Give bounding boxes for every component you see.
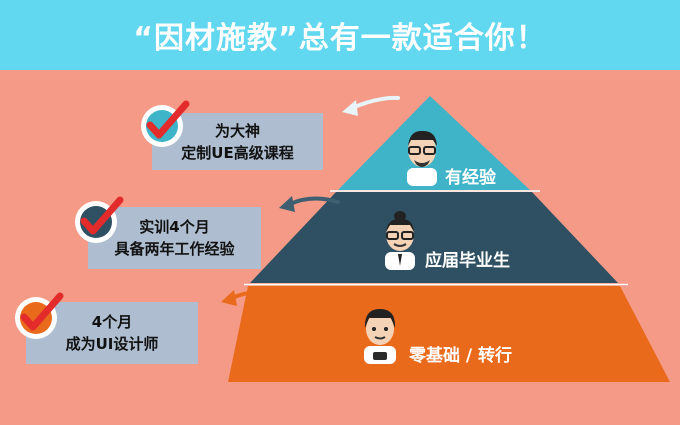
- tier-label-middle: 应届毕业生: [425, 251, 510, 271]
- card-bottom-line-2: 成为UI设计师: [65, 335, 159, 353]
- card-middle: 实训4个月 具备两年工作经验: [88, 207, 261, 269]
- card-middle-line-2: 具备两年工作经验: [114, 240, 235, 258]
- card-bottom-line-1: 4个月: [91, 313, 133, 331]
- arrow-icon-middle: [288, 196, 340, 206]
- avatar-icon: [364, 309, 396, 364]
- tier-label-bottom: 零基础 / 转行: [409, 346, 513, 366]
- arrow-icon-top: [350, 95, 400, 110]
- card-top-line-1: 为大神: [214, 121, 260, 140]
- checkmark-icon: [141, 100, 190, 147]
- card-middle-line-1: 实训4个月: [139, 218, 210, 236]
- tier-label-top: 有经验: [445, 168, 496, 188]
- avatar-icon: [385, 211, 415, 270]
- header-banner: “因材施教”总有一款适合你！: [0, 0, 680, 70]
- checkmark-icon: [15, 292, 64, 339]
- checkmark-icon: [75, 196, 124, 243]
- pyramid-tier-middle: [250, 192, 618, 283]
- card-top-line-2: 定制UE高级课程: [181, 143, 294, 162]
- page-title: “因材施教”总有一款适合你！: [133, 21, 547, 56]
- avatar-icon: [407, 130, 437, 186]
- pyramid-tier-bottom: [228, 286, 670, 382]
